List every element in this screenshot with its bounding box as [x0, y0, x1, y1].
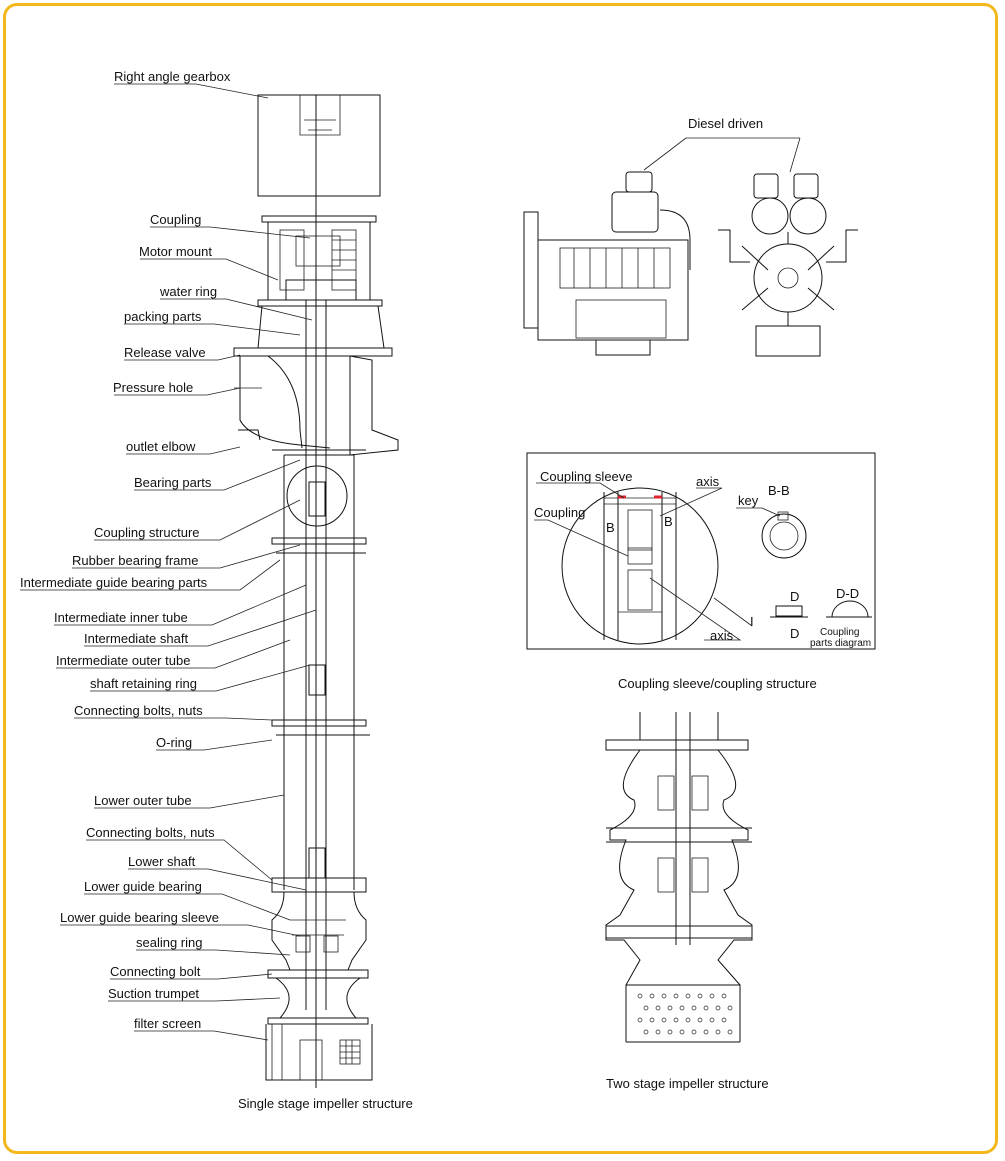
label-filter-screen: filter screen — [134, 1016, 201, 1031]
label-suction-trumpet: Suction trumpet — [108, 986, 199, 1001]
label-coupling: Coupling — [150, 212, 201, 227]
label-lower-guide-bearing-sleeve: Lower guide bearing sleeve — [60, 910, 219, 925]
axis-bottom-label: axis — [710, 628, 734, 643]
label-connecting-bolts-nuts-upper: Connecting bolts, nuts — [74, 703, 203, 718]
single-stage-leaders — [20, 83, 317, 1041]
label-rubber-bearing-frame: Rubber bearing frame — [72, 553, 198, 568]
bb-label: B-B — [768, 483, 790, 498]
section-b-right: B — [664, 514, 673, 529]
coupling-detail-caption: Coupling sleeve/coupling structure — [618, 676, 817, 691]
label-packing-parts: packing parts — [124, 309, 202, 324]
label-release-valve: Release valve — [124, 345, 206, 360]
axis-top-label: axis — [696, 474, 720, 489]
single-stage-labels: Right angle gearbox Coupling Motor mount… — [20, 69, 413, 1111]
section-b-left: B — [606, 520, 615, 535]
key-label: key — [738, 493, 759, 508]
label-connecting-bolt: Connecting bolt — [110, 964, 201, 979]
coupling-sleeve-label: Coupling sleeve — [540, 469, 633, 484]
label-lower-outer-tube: Lower outer tube — [94, 793, 192, 808]
single-stage-caption: Single stage impeller structure — [238, 1096, 413, 1111]
dd-label: D-D — [836, 586, 859, 601]
label-intermediate-outer-tube: Intermediate outer tube — [56, 653, 190, 668]
label-right-angle-gearbox: Right angle gearbox — [114, 69, 231, 84]
label-o-ring: O-ring — [156, 735, 192, 750]
diesel-label: Diesel driven — [688, 116, 763, 131]
label-lower-guide-bearing: Lower guide bearing — [84, 879, 202, 894]
diesel-engine-drawing: Diesel driven — [523, 116, 858, 357]
label-shaft-retaining-ring: shaft retaining ring — [90, 676, 197, 691]
roman-i-label: I — [750, 614, 754, 629]
label-lower-shaft: Lower shaft — [128, 854, 196, 869]
label-water-ring: water ring — [159, 284, 217, 299]
two-stage-caption: Two stage impeller structure — [606, 1076, 769, 1091]
d-top-label: D — [790, 589, 799, 604]
label-bearing-parts: Bearing parts — [134, 475, 212, 490]
filter-screen-dots — [637, 993, 733, 1035]
two-stage-impeller-drawing: Two stage impeller structure — [605, 712, 769, 1091]
label-sealing-ring: sealing ring — [136, 935, 203, 950]
parts-diagram-line1: Coupling — [820, 627, 859, 638]
coupling-label: Coupling — [534, 505, 585, 520]
label-intermediate-guide-bearing-parts: Intermediate guide bearing parts — [20, 575, 208, 590]
page-frame — [3, 3, 998, 1154]
label-motor-mount: Motor mount — [139, 244, 212, 259]
label-pressure-hole: Pressure hole — [113, 380, 193, 395]
label-intermediate-inner-tube: Intermediate inner tube — [54, 610, 188, 625]
label-connecting-bolts-nuts-lower: Connecting bolts, nuts — [86, 825, 215, 840]
label-outlet-elbow: outlet elbow — [126, 439, 196, 454]
label-intermediate-shaft: Intermediate shaft — [84, 631, 188, 646]
parts-diagram-line2: parts diagram — [810, 638, 871, 649]
d-bottom-label: D — [790, 626, 799, 641]
label-coupling-structure: Coupling structure — [94, 525, 200, 540]
coupling-detail-panel: Coupling sleeve axis Coupling axis B B k… — [526, 452, 876, 691]
single-stage-pump-drawing — [233, 94, 399, 1088]
